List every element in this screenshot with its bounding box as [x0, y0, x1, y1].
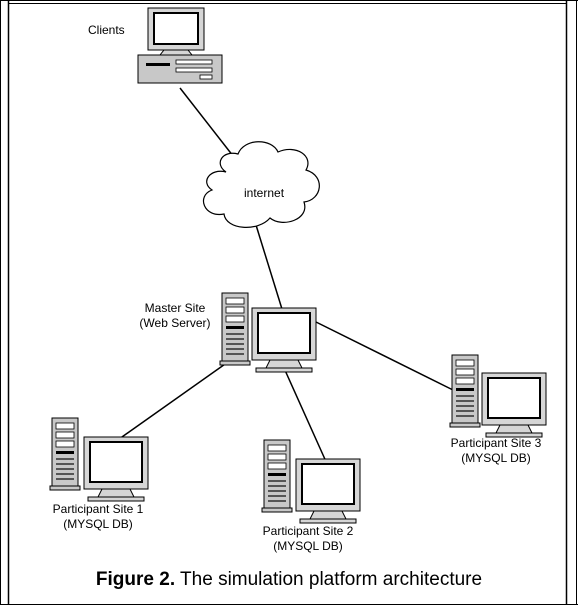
site3-monitor-icon: [481, 372, 547, 438]
site1-server-icon: [49, 417, 81, 491]
participant-site-2-db: (MYSQL DB): [273, 539, 343, 553]
master-server-icon: [219, 292, 251, 366]
site3-server-icon: [449, 354, 481, 428]
master-site-label: Master Site (Web Server): [130, 301, 220, 331]
clients-computer-icon: [137, 7, 223, 84]
link-internet-master: [255, 224, 287, 323]
figure-caption: Figure 2. The simulation platform archit…: [0, 569, 578, 591]
internet-label: internet: [244, 186, 285, 200]
site2-server-icon: [261, 439, 293, 513]
figure-frame: [7, 0, 568, 605]
link-master-site1: [111, 361, 229, 445]
site2-monitor-icon: [295, 458, 361, 524]
participant-site-1-label: Participant Site 1 (MYSQL DB): [38, 502, 158, 532]
participant-site-3-label: Participant Site 3 (MYSQL DB): [436, 436, 556, 466]
participant-site-1-name: Participant Site 1: [52, 502, 144, 516]
link-master-site2: [283, 367, 329, 467]
clients-label: Clients: [88, 23, 125, 37]
participant-site-3-db: (MYSQL DB): [461, 451, 531, 465]
participant-site-2-name: Participant Site 2: [262, 524, 354, 538]
figure-caption-text: The simulation platform architecture: [175, 569, 483, 590]
internet-cloud-icon: [202, 141, 320, 228]
participant-site-2-label: Participant Site 2 (MYSQL DB): [248, 524, 368, 554]
master-site-name: Master Site: [144, 301, 206, 315]
figure-caption-number: Figure 2.: [95, 569, 176, 590]
link-master-site3: [315, 321, 454, 391]
master-site-role: (Web Server): [139, 316, 211, 330]
participant-site-1-db: (MYSQL DB): [63, 517, 133, 531]
network-links: [111, 87, 454, 467]
master-monitor-icon: [251, 307, 317, 373]
participant-site-3-name: Participant Site 3: [450, 436, 542, 450]
site1-monitor-icon: [83, 436, 149, 502]
